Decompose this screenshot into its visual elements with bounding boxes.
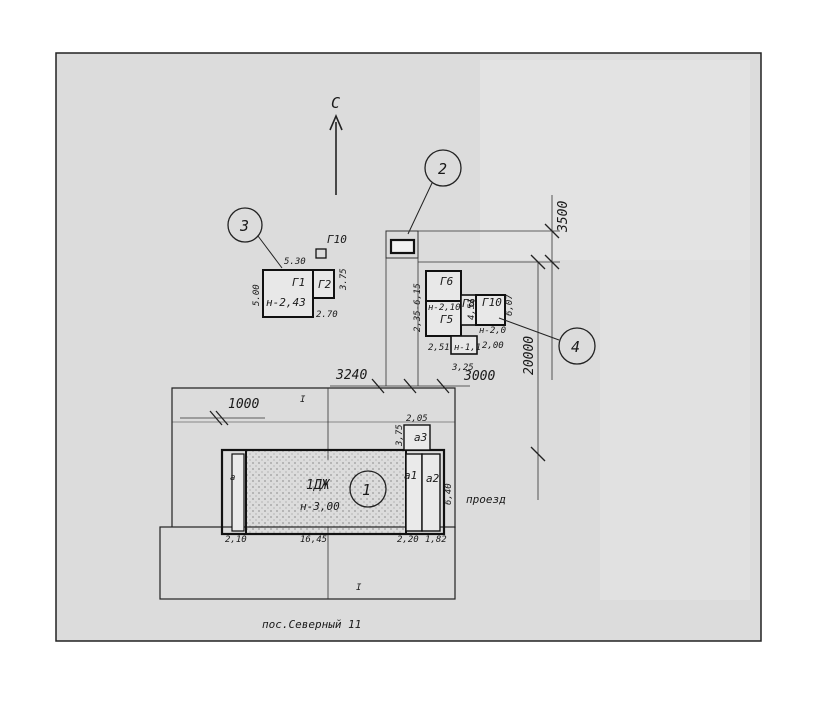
svg-text:Г6: Г6 — [440, 275, 454, 288]
svg-text:2,00: 2,00 — [482, 341, 504, 351]
marker-4: 4 — [498, 317, 596, 365]
svg-text:проезд: проезд — [466, 493, 506, 506]
svg-text:6,40: 6,40 — [444, 483, 454, 505]
svg-text:Г1: Г1 — [292, 276, 305, 289]
svg-text:а3: а3 — [414, 431, 427, 444]
svg-text:а1: а1 — [404, 469, 417, 482]
svg-text:Г10: Г10 — [482, 296, 502, 309]
svg-text:н-2,43: н-2,43 — [266, 296, 306, 309]
svg-text:1ДЖ: 1ДЖ — [306, 478, 331, 493]
svg-text:1: 1 — [362, 481, 371, 499]
dimension-row-top: 3240 3000 — [330, 258, 495, 394]
svg-text:Г8: Г8 — [462, 297, 476, 310]
svg-text:н-1,1: н-1,1 — [454, 343, 481, 353]
svg-text:2,10: 2,10 — [225, 535, 247, 545]
svg-text:2.70: 2.70 — [316, 310, 338, 320]
svg-text:1,82: 1,82 — [425, 535, 447, 545]
svg-text:а: а — [230, 473, 235, 483]
svg-text:3,25: 3,25 — [451, 363, 474, 373]
building-2 — [385, 230, 419, 259]
svg-text:5.00: 5.00 — [252, 284, 262, 306]
svg-text:н-3,00: н-3,00 — [300, 500, 340, 513]
marker-2: 2 — [407, 149, 462, 235]
svg-text:3500: 3500 — [556, 201, 571, 233]
svg-text:Г2: Г2 — [318, 278, 332, 291]
dimension-lines-right: 3500 20000 — [418, 195, 571, 500]
svg-text:3.75: 3.75 — [339, 268, 349, 291]
svg-text:3240: 3240 — [335, 368, 367, 383]
dimension-1000: 1000 — [180, 397, 265, 426]
svg-text:а2: а2 — [426, 472, 440, 485]
svg-text:I: I — [356, 583, 362, 593]
svg-text:1000: 1000 — [228, 397, 259, 412]
north-arrow: С — [329, 94, 343, 195]
marker-3: 3 — [227, 207, 283, 269]
north-label: С — [331, 94, 340, 112]
svg-text:20000: 20000 — [522, 336, 537, 375]
svg-text:16,45: 16,45 — [300, 535, 327, 545]
building-1: 1ДЖ н-3,00 а1 а2 а3 а 2,05 3,75 6,40 про… — [220, 414, 506, 545]
svg-text:2: 2 — [438, 160, 447, 178]
svg-text:6,07: 6,07 — [505, 294, 515, 316]
svg-text:Г10: Г10 — [327, 233, 347, 246]
building-3: Г10 5.30 Г1 Г2 н-2,43 2.70 5.00 3.75 — [252, 233, 349, 320]
svg-text:н-2,0: н-2,0 — [479, 326, 506, 336]
svg-text:н-2,10: н-2,10 — [428, 303, 461, 313]
svg-text:2,05: 2,05 — [406, 414, 428, 424]
svg-text:Г5: Г5 — [440, 313, 453, 326]
marker-1: 1 — [349, 470, 387, 508]
svg-text:3,75: 3,75 — [395, 424, 405, 447]
street-caption: пос.Северный 11 — [262, 618, 361, 631]
svg-text:5.30: 5.30 — [284, 257, 306, 267]
svg-text:2,20: 2,20 — [397, 535, 419, 545]
svg-text:I: I — [300, 395, 306, 405]
svg-text:3000: 3000 — [463, 369, 495, 384]
svg-text:4: 4 — [571, 338, 580, 356]
svg-text:3: 3 — [239, 217, 249, 235]
svg-text:4,51: 4,51 — [467, 298, 477, 320]
svg-text:2,51: 2,51 — [428, 343, 450, 353]
